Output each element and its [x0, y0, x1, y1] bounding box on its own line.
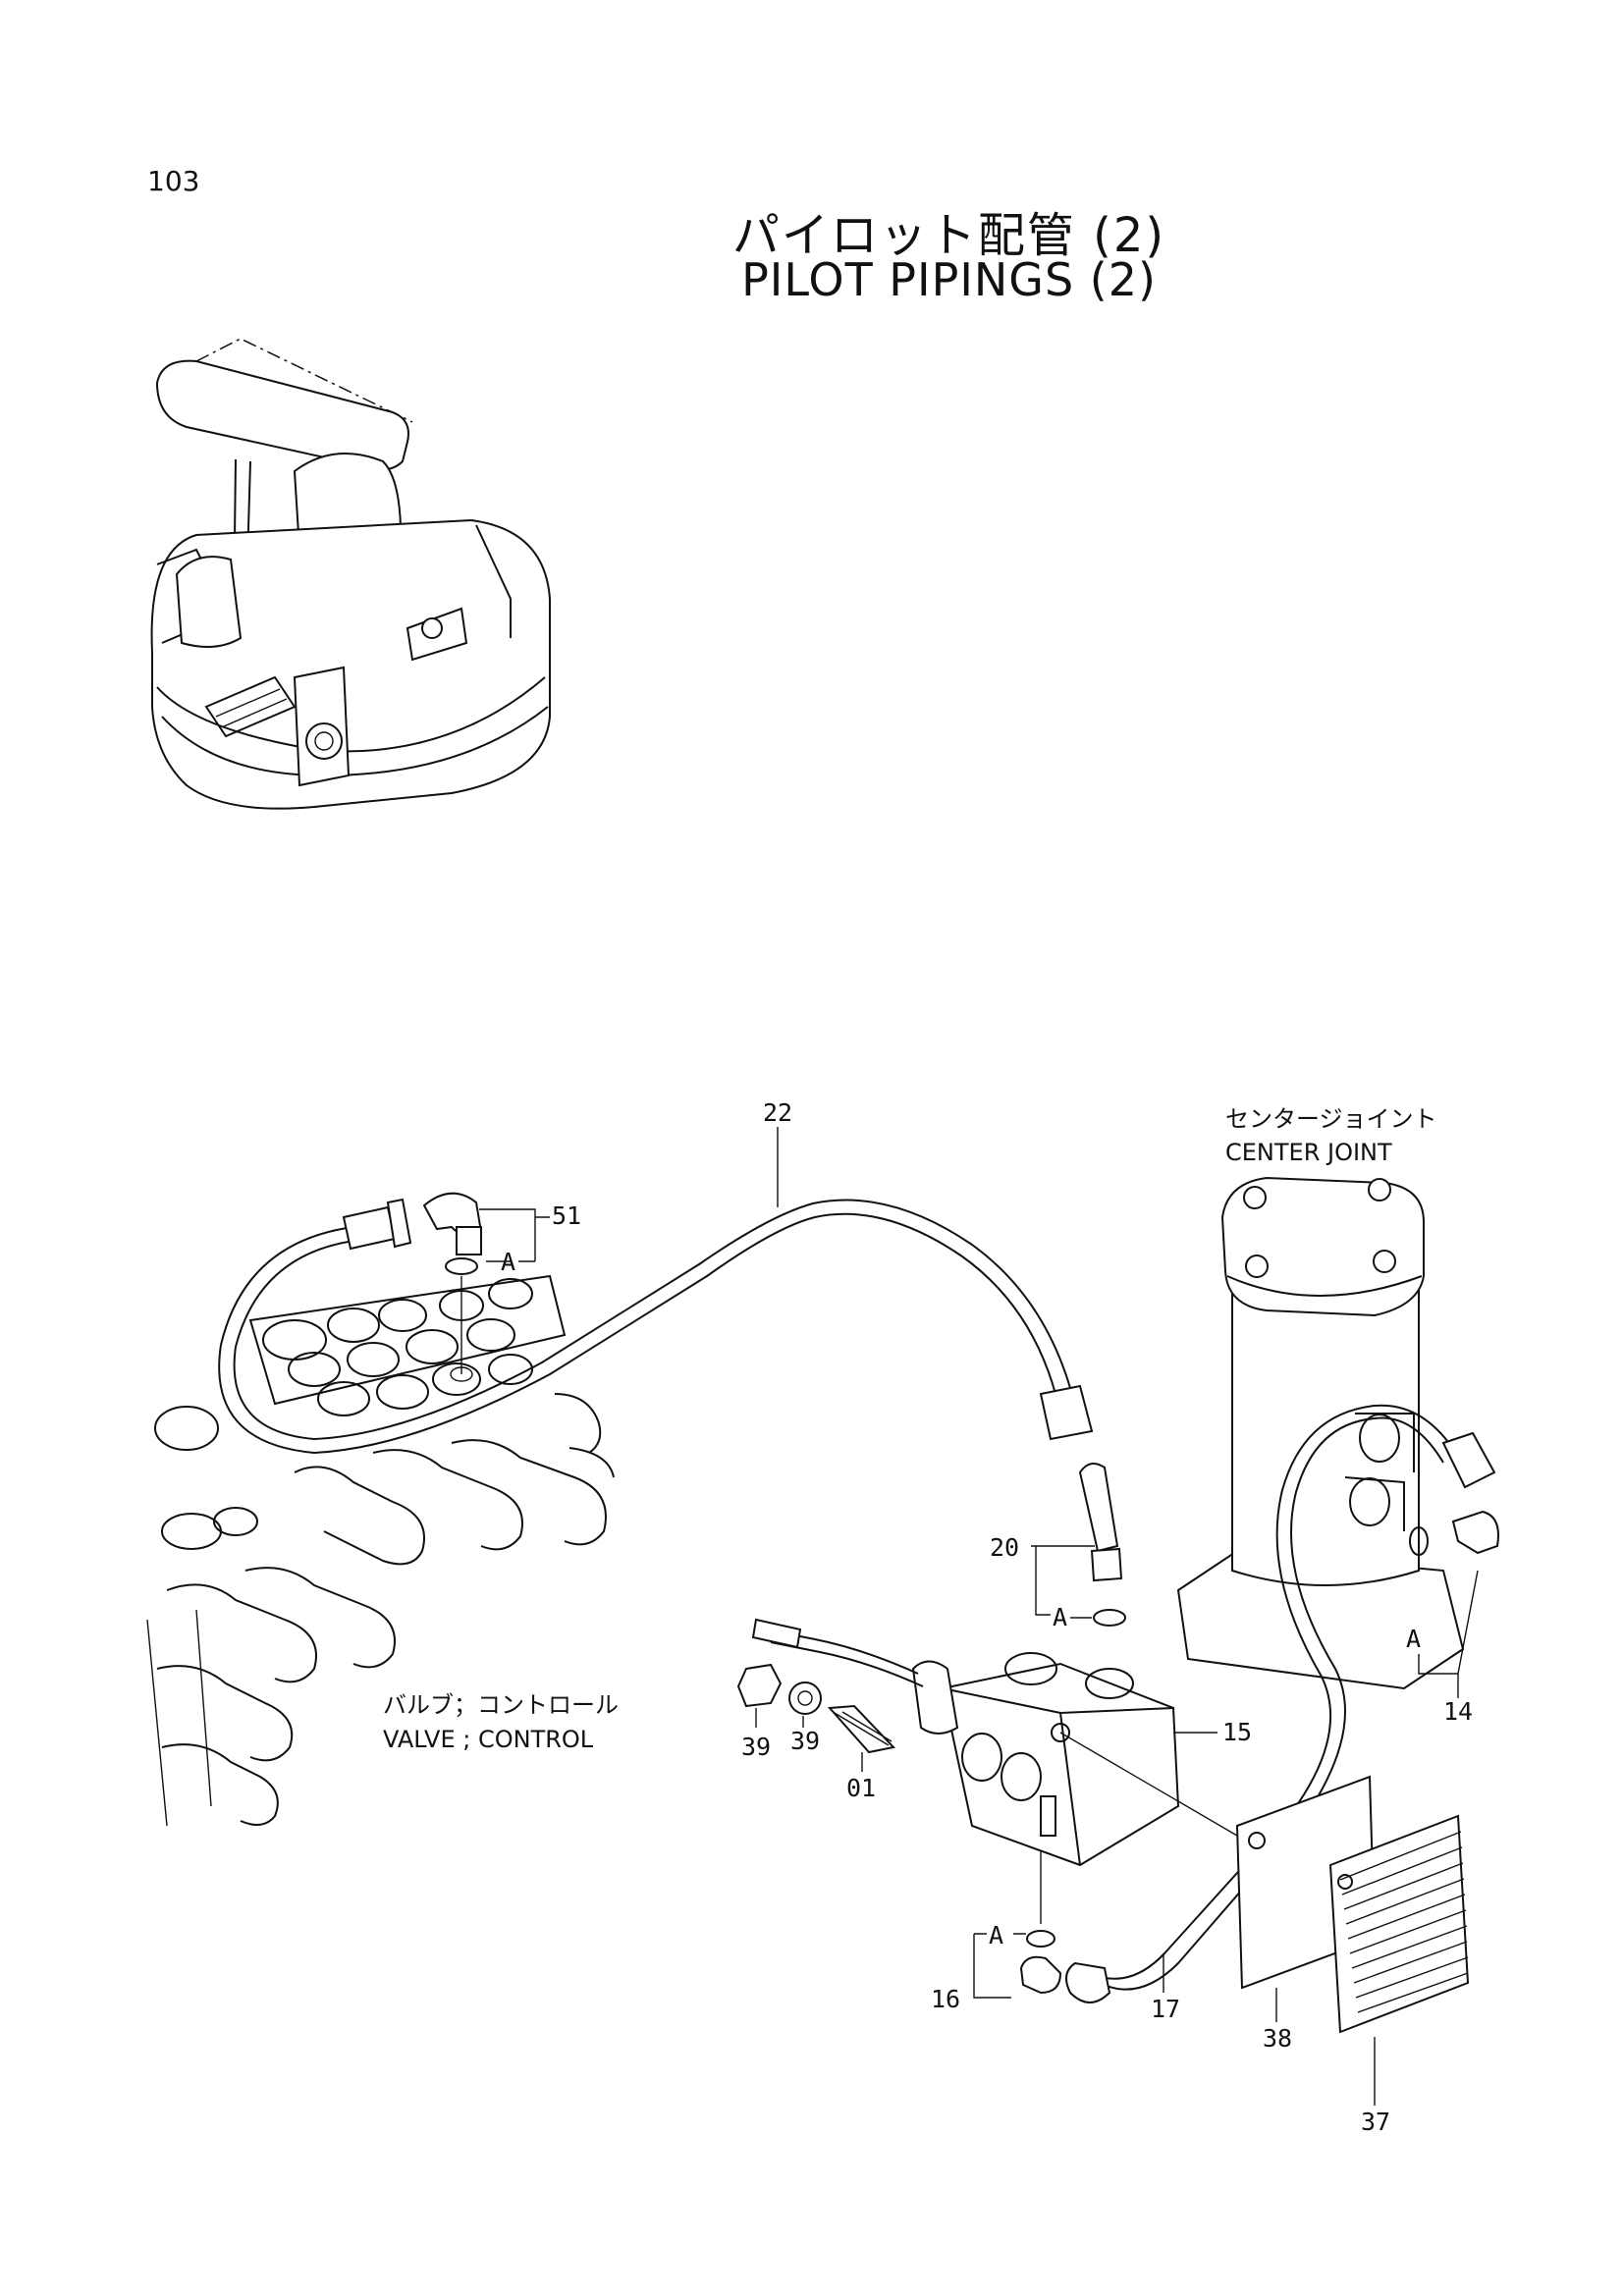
control-valve-caption-jp: バルブ；コントロール: [383, 1691, 619, 1719]
fitting-16: [1019, 1850, 1062, 1995]
control-valve-illustration: [146, 1274, 615, 1827]
pilot-valve-15: [751, 1618, 1238, 1867]
elbow-fitting-14: [1409, 1510, 1499, 1556]
elbow-fitting-51: [422, 1192, 483, 1374]
part-label-a-14: A: [1406, 1625, 1421, 1653]
part-label-14: 14: [1443, 1697, 1473, 1726]
part-label-a-16: A: [989, 1921, 1003, 1949]
part-label-a-51: A: [501, 1248, 515, 1276]
nut-39-a: [736, 1663, 783, 1708]
page-number: 103: [147, 165, 200, 197]
part-label-20: 20: [990, 1533, 1019, 1562]
part-label-37: 37: [1361, 2108, 1390, 2136]
part-label-39-b: 39: [790, 1727, 820, 1755]
page-title-en: PILOT PIPINGS (2): [741, 253, 1157, 306]
bolt-01: [827, 1704, 895, 1754]
part-label-17: 17: [1151, 1995, 1180, 2023]
part-label-51: 51: [552, 1201, 581, 1230]
center-joint-caption-en: CENTER JOINT: [1225, 1139, 1392, 1166]
page-title-jp: パイロット配管 (2): [731, 208, 1166, 263]
leader-lines: [479, 1127, 1479, 2106]
part-label-a-20: A: [1053, 1603, 1067, 1631]
part-label-16: 16: [931, 1985, 960, 2013]
part-label-01: 01: [846, 1774, 876, 1802]
part-label-15: 15: [1222, 1718, 1252, 1746]
cover-37: [1328, 1814, 1470, 2034]
hose-17: [1065, 1404, 1496, 2003]
part-label-22: 22: [763, 1098, 792, 1127]
part-label-39-a: 39: [741, 1733, 771, 1761]
part-label-38: 38: [1263, 2024, 1292, 2053]
machine-overview-illustration: [150, 338, 551, 810]
center-joint-caption-jp: センタージョイント: [1225, 1105, 1437, 1133]
control-valve-caption-en: VALVE ; CONTROL: [383, 1726, 594, 1753]
hose-22: [218, 1198, 1094, 1455]
nut-39-b: [788, 1682, 822, 1715]
elbow-fitting-20: [1078, 1463, 1126, 1627]
